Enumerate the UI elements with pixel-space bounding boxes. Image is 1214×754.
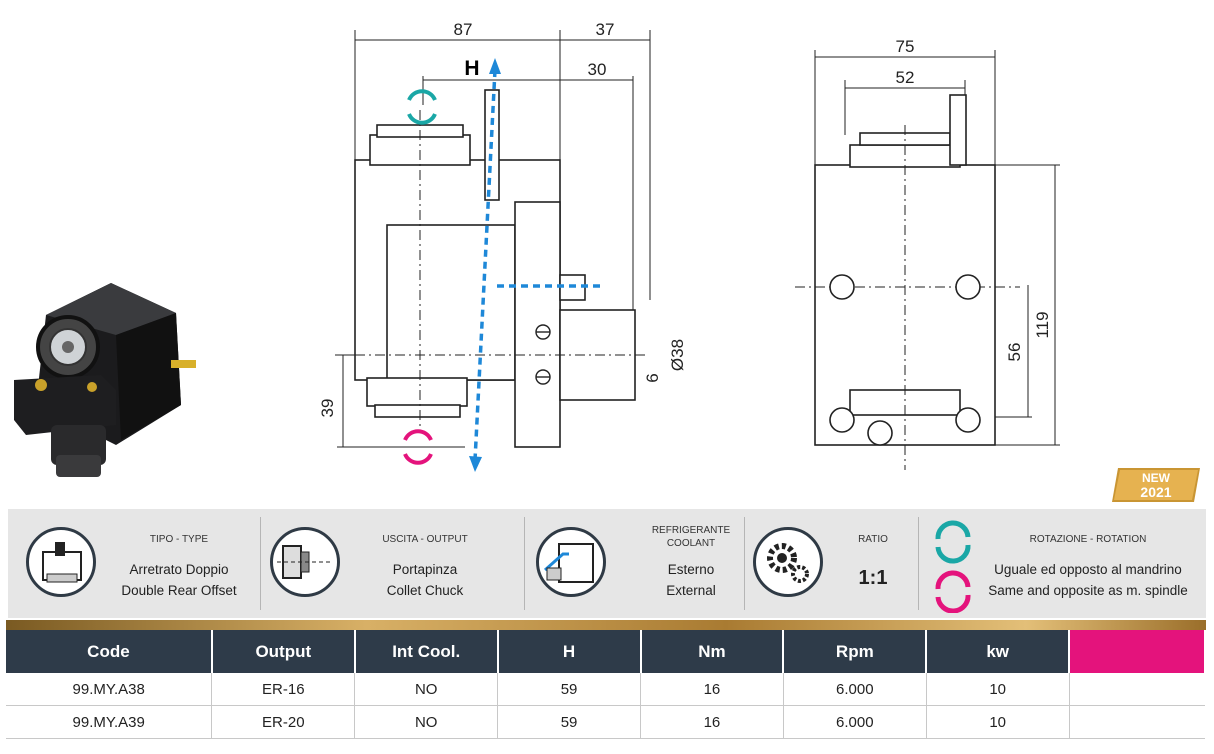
cell-output: ER-20 bbox=[211, 705, 356, 739]
coolant-head-1: REFRIGERANTE bbox=[651, 525, 731, 536]
dim-52: 52 bbox=[896, 68, 915, 87]
dim-39: 39 bbox=[318, 399, 337, 418]
cell-int-cool: NO bbox=[354, 673, 499, 706]
coolant-head-2: COOLANT bbox=[666, 538, 716, 549]
badge-line1: NEW bbox=[1142, 471, 1171, 485]
dim-6: 6 bbox=[643, 373, 662, 382]
col-accent bbox=[1069, 630, 1206, 673]
h-label: H bbox=[464, 57, 479, 80]
type-head: TIPO - TYPE bbox=[149, 534, 209, 545]
rotation-line1: Uguale ed opposto al mandrino bbox=[994, 562, 1182, 577]
cell-rpm: 6.000 bbox=[783, 673, 927, 706]
dim-119: 119 bbox=[1033, 311, 1052, 338]
cell-code: 99.MY.A38 bbox=[6, 673, 213, 706]
table-row: 99.MY.A39 ER-20 NO 59 16 6.000 10 bbox=[6, 705, 1205, 739]
rotation-head: ROTAZIONE - ROTATION bbox=[1029, 534, 1147, 545]
cell-nm: 16 bbox=[640, 705, 784, 739]
ratio-head: RATIO bbox=[858, 534, 888, 545]
col-code: Code bbox=[6, 630, 213, 673]
cell-rpm: 6.000 bbox=[783, 705, 927, 739]
dim-diameter: Ø38 bbox=[668, 339, 687, 371]
separator bbox=[524, 517, 525, 610]
dim-87: 87 bbox=[454, 20, 473, 39]
gears-icon bbox=[753, 527, 823, 597]
type-line2: Double Rear Offset bbox=[121, 583, 237, 598]
table-row: 99.MY.A38 ER-16 NO 59 16 6.000 10 bbox=[6, 673, 1205, 706]
gold-bar bbox=[6, 620, 1206, 630]
cell-output: ER-16 bbox=[211, 673, 356, 706]
cell-code: 99.MY.A39 bbox=[6, 705, 213, 739]
col-rpm: Rpm bbox=[783, 630, 928, 673]
side-view-drawing: 87 37 30 H 39 6 Ø38 bbox=[318, 20, 687, 472]
dim-30: 30 bbox=[588, 60, 607, 79]
cell-h: 59 bbox=[497, 705, 641, 739]
cell-kw: 10 bbox=[926, 673, 1070, 706]
new-2021-badge: NEW 2021 bbox=[1110, 464, 1202, 504]
cell-h: 59 bbox=[497, 673, 641, 706]
separator bbox=[260, 517, 261, 610]
output-line1: Portapinza bbox=[392, 562, 458, 577]
col-h: H bbox=[497, 630, 642, 673]
product-photo bbox=[14, 283, 196, 477]
type-icon bbox=[26, 527, 96, 597]
cell-nm: 16 bbox=[640, 673, 784, 706]
dim-37: 37 bbox=[596, 20, 615, 39]
dim-75: 75 bbox=[896, 37, 915, 56]
col-nm: Nm bbox=[640, 630, 785, 673]
cell-empty bbox=[1069, 705, 1205, 739]
cell-empty bbox=[1069, 673, 1205, 706]
rotation-icon bbox=[935, 520, 971, 613]
output-head: USCITA - OUTPUT bbox=[382, 534, 468, 545]
coolant-icon bbox=[536, 527, 606, 597]
rotation-line2: Same and opposite as m. spindle bbox=[988, 583, 1188, 598]
cell-kw: 10 bbox=[926, 705, 1070, 739]
col-output: Output bbox=[211, 630, 356, 673]
type-line1: Arretrato Doppio bbox=[129, 562, 229, 577]
separator bbox=[918, 517, 919, 610]
front-view-drawing: 75 52 56 119 bbox=[795, 37, 1060, 470]
col-kw: kw bbox=[926, 630, 1071, 673]
dim-56: 56 bbox=[1005, 343, 1024, 362]
info-band: TIPO - TYPE Arretrato Doppio Double Rear… bbox=[8, 509, 1206, 618]
output-icon bbox=[270, 527, 340, 597]
output-line2: Collet Chuck bbox=[386, 583, 464, 598]
badge-line2: 2021 bbox=[1140, 484, 1171, 500]
separator bbox=[744, 517, 745, 610]
ratio-value: 1:1 bbox=[858, 567, 888, 589]
col-int-cool: Int Cool. bbox=[354, 630, 499, 673]
table-header-row: Code Output Int Cool. H Nm Rpm kw bbox=[6, 630, 1206, 673]
coolant-line2: External bbox=[666, 583, 716, 598]
coolant-line1: Esterno bbox=[667, 562, 715, 577]
cell-int-cool: NO bbox=[354, 705, 499, 739]
